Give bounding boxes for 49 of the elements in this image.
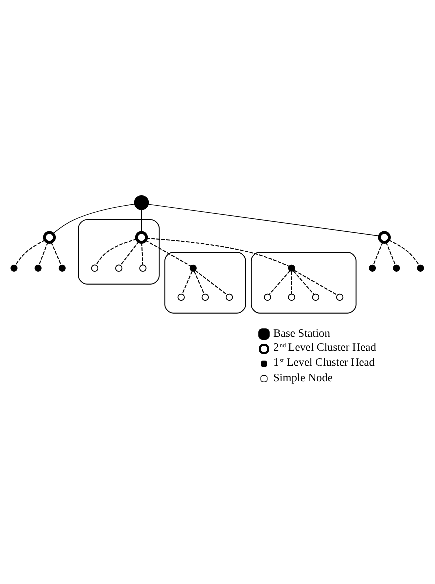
node-circle: [312, 293, 320, 301]
node-circle: [43, 230, 56, 244]
node-circle: [91, 264, 99, 272]
node-circle: [58, 264, 66, 272]
connector: [291, 270, 292, 294]
connector: [195, 270, 228, 295]
node-circle: [393, 264, 400, 272]
node-circle: [226, 293, 234, 301]
connector: [141, 209, 142, 232]
node-circle: [378, 230, 391, 244]
connector: [294, 270, 338, 296]
node-circle: [10, 264, 18, 272]
connector: [386, 241, 396, 266]
node-circle: [190, 264, 197, 272]
connector: [388, 239, 420, 266]
connector: [182, 270, 193, 294]
node-circle: [369, 264, 376, 272]
connector: [50, 241, 62, 266]
connector: [293, 270, 315, 295]
connector: [120, 240, 140, 266]
connector: [38, 241, 49, 266]
connector: [148, 204, 380, 236]
legend-label: 1$^{st}$ Level Cluster Head: [273, 356, 375, 369]
node-circle: [134, 194, 150, 210]
connector: [146, 238, 290, 267]
node-circle: [288, 264, 296, 272]
cluster: [251, 252, 357, 314]
connector: [194, 270, 205, 294]
node-circle: [202, 293, 210, 301]
cluster: [164, 252, 246, 314]
connector: [141, 242, 144, 265]
cluster: [78, 218, 160, 284]
legend-label: 2$^{nd}$ Level Cluster Head: [273, 342, 376, 354]
node-circle: [288, 293, 296, 301]
node-circle: [140, 264, 147, 272]
node-circle: [417, 264, 424, 272]
connector: [96, 238, 138, 266]
node-circle: [115, 264, 123, 272]
legend-label: Simple Node: [273, 372, 333, 384]
node-circle: [264, 293, 272, 301]
connector: [52, 204, 136, 234]
node-circle: [178, 293, 185, 301]
connector: [15, 239, 46, 266]
connector: [373, 241, 384, 266]
node-circle: [336, 293, 344, 301]
node-circle: [34, 264, 42, 272]
node-circle: [135, 230, 148, 244]
legend-label: Base Station: [273, 327, 330, 340]
connector: [145, 240, 192, 266]
